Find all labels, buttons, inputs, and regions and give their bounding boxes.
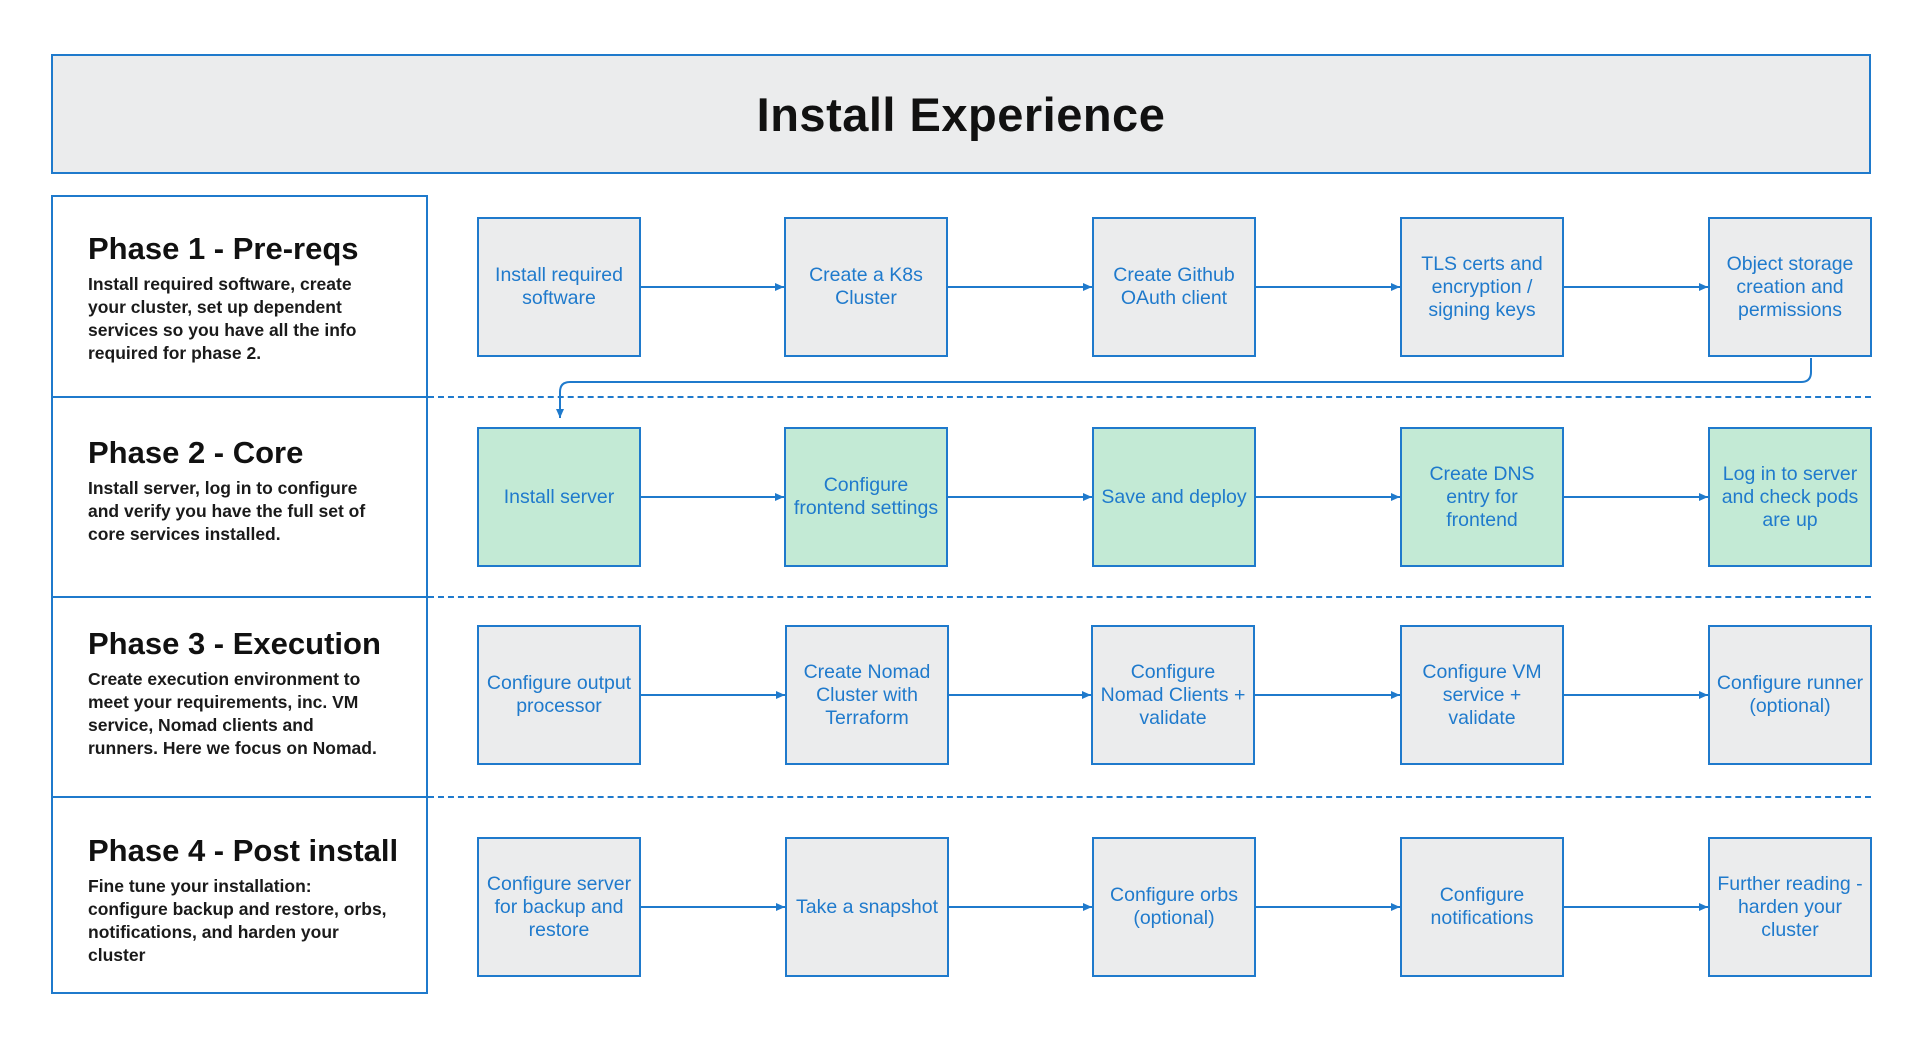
phase-1-heading: Phase 1 - Pre-reqs [88,231,359,266]
step-configure-output-processor: Configure output processor [477,625,641,765]
phase-divider [51,396,428,398]
phase-4-heading: Phase 4 - Post install [88,833,399,868]
phase-4-description: Fine tune your installation: configure b… [88,876,387,965]
step-create-k8s-cluster: Create a K8s Cluster [784,217,948,357]
step-tls-certs: TLS certs and encryption / signing keys [1400,217,1564,357]
phase-4-block: Phase 4 - Post install Fine tune your in… [53,833,426,967]
phase-3-block: Phase 3 - Execution Create execution env… [53,626,426,760]
phase-divider [51,596,428,598]
flow-connector [556,358,1812,418]
phase-divider [51,796,428,798]
phase-2-description: Install server, log in to configure and … [88,478,366,544]
step-object-storage: Object storage creation and permissions [1708,217,1872,357]
phase-2-heading: Phase 2 - Core [88,435,304,470]
step-configure-nomad-clients: Configure Nomad Clients + validate [1091,625,1255,765]
phase-column: Phase 1 - Pre-reqs Install required soft… [51,195,428,994]
step-further-reading: Further reading - harden your cluster [1708,837,1872,977]
step-configure-orbs: Configure orbs (optional) [1092,837,1256,977]
step-log-in-check-pods: Log in to server and check pods are up [1708,427,1872,567]
swimlane-divider [428,796,1871,798]
step-configure-runner: Configure runner (optional) [1708,625,1872,765]
diagram-title-box: Install Experience [51,54,1871,174]
step-create-github-oauth-client: Create Github OAuth client [1092,217,1256,357]
swimlane-divider [428,596,1871,598]
phase-3-heading: Phase 3 - Execution [88,626,381,661]
phase-2-block: Phase 2 - Core Install server, log in to… [53,435,426,546]
step-configure-vm-service: Configure VM service + validate [1400,625,1564,765]
phase-1-description: Install required software, create your c… [88,274,357,363]
step-install-required-software: Install required software [477,217,641,357]
step-take-snapshot: Take a snapshot [785,837,949,977]
phase-3-description: Create execution environment to meet you… [88,669,377,758]
step-configure-frontend-settings: Configure frontend settings [784,427,948,567]
diagram-title: Install Experience [756,87,1166,141]
swimlane-divider [428,396,1871,398]
phase-1-block: Phase 1 - Pre-reqs Install required soft… [53,231,426,365]
step-save-and-deploy: Save and deploy [1092,427,1256,567]
step-install-server: Install server [477,427,641,567]
step-configure-backup-restore: Configure server for backup and restore [477,837,641,977]
step-configure-notifications: Configure notifications [1400,837,1564,977]
step-create-dns-entry: Create DNS entry for frontend [1400,427,1564,567]
step-create-nomad-cluster: Create Nomad Cluster with Terraform [785,625,949,765]
